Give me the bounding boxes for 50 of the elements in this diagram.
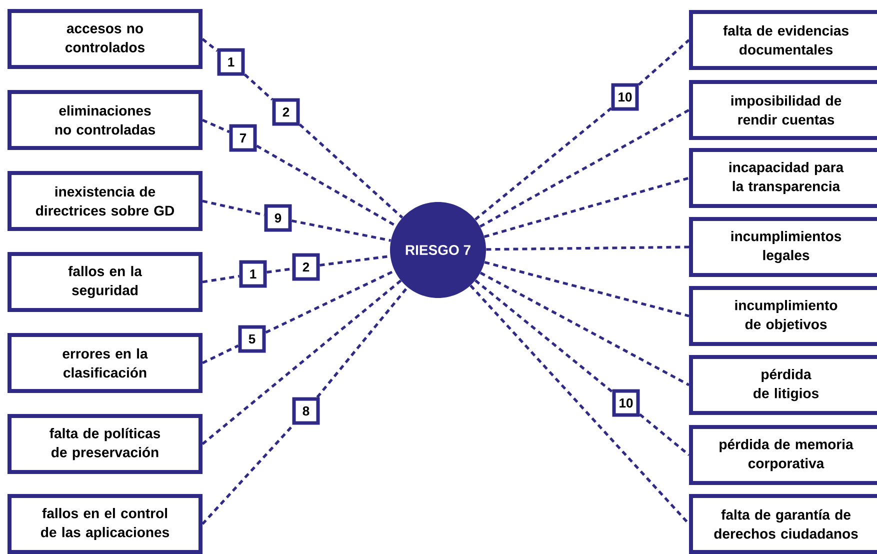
consequence-box: pérdida de litigios [689,355,877,415]
dashed-connector [265,270,396,334]
dashed-connector [470,284,690,525]
dashed-connector [202,344,239,364]
consequence-box: falta de garantía de derechos ciudadanos [689,494,877,554]
dashed-connector [202,274,240,284]
dashed-connector [316,286,408,398]
dashed-connector [202,280,402,445]
dashed-connector [256,144,397,228]
dashed-connector [479,108,690,228]
cause-box: fallos en el control de las aplicaciones [8,494,202,554]
cause-box: inexistencia de directrices sobre GD [8,171,202,231]
dashed-connector [202,118,230,134]
number-badge: 2 [272,98,300,126]
number-badge: 1 [239,260,267,288]
dashed-connector [484,176,690,238]
dashed-connector [202,424,294,525]
dashed-connector [486,246,690,251]
dashed-connector [244,74,274,100]
dashed-connector [638,39,690,86]
consequence-box: falta de evidencias documentales [689,10,877,70]
dashed-connector [480,272,690,386]
number-badge: 8 [292,397,320,425]
number-badge: 10 [611,83,639,111]
number-badge: 2 [292,253,320,281]
number-badge: 7 [229,124,257,152]
consequence-box: pérdida de memoria corporativa [689,425,877,485]
cause-box: falta de políticas de preservación [8,414,202,474]
consequence-box: imposibilidad de rendir cuentas [689,80,877,140]
dashed-connector [266,268,292,274]
dashed-connector [298,124,404,219]
cause-box: fallos en la seguridad [8,252,202,312]
dashed-connector [320,254,390,267]
consequence-box: incumplimiento de objetivos [689,286,877,346]
cause-box: eliminaciones no controladas [8,90,202,150]
dashed-connector [638,413,690,456]
number-badge: 10 [612,389,640,417]
dashed-connector [474,107,612,220]
dashed-connector [474,279,614,393]
number-badge: 5 [238,325,266,353]
dashed-connector [202,38,218,52]
consequence-box: incapacidad para la transparencia [689,148,877,208]
dashed-connector [202,200,265,216]
number-badge: 1 [217,48,245,76]
cause-box: accesos no controlados [8,9,202,69]
dashed-connector [484,261,690,318]
cause-box: errores en la clasificación [8,333,202,393]
dashed-connector [292,219,391,242]
number-badge: 9 [264,204,292,232]
consequence-box: incumplimientos legales [689,217,877,277]
